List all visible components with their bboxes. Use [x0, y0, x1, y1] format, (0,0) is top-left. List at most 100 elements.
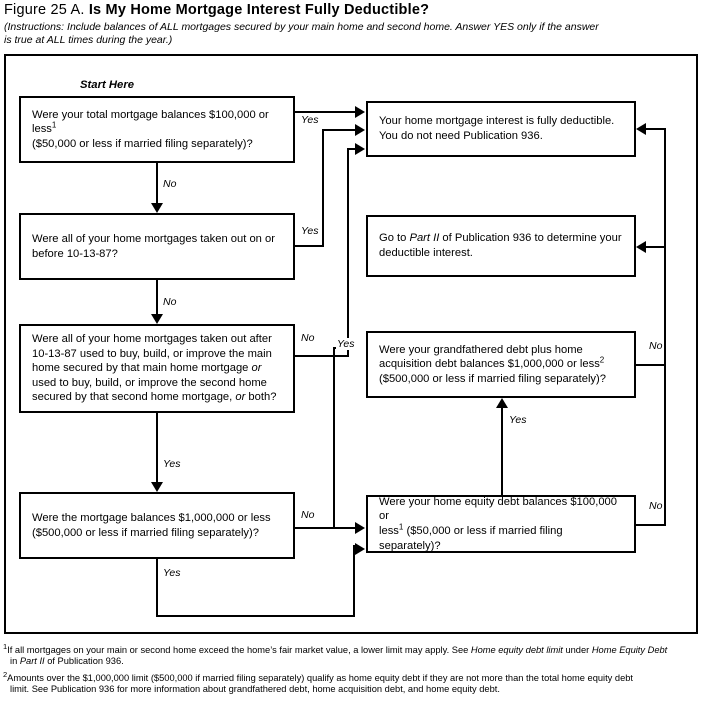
- edge-q2-no-arrow: [151, 314, 163, 324]
- edge-label-q3-yes: Yes: [162, 458, 182, 470]
- decision-box-q4[interactable]: Were the mortgage balances $1,000,000 or…: [19, 492, 295, 559]
- decision-box-q1[interactable]: Were your total mortgage balances $100,0…: [19, 96, 295, 163]
- q1-line-2: ($50,000 or less if married filing separ…: [32, 137, 253, 150]
- q3-line-5a: secured by that second home mortgage,: [32, 391, 236, 404]
- footnote-2: 2Amounts over the $1,000,000 limit ($500…: [3, 671, 719, 696]
- result-part2-line-1c: of Publication 936 to determine your: [439, 232, 622, 245]
- edge-label-q5-yes-entry: Yes: [336, 338, 356, 350]
- result-part2-line-1a: Go to: [379, 232, 410, 245]
- edge-q3-no-h2: [347, 148, 355, 150]
- edge-q2-yes-arrow: [355, 124, 365, 136]
- figure-number: Figure 25 A.: [4, 2, 85, 18]
- decision-box-q5[interactable]: Were your grandfathered debt plus home a…: [366, 331, 636, 398]
- edge-label-q2-yes: Yes: [300, 225, 320, 237]
- edge-q1-no-v: [156, 163, 158, 205]
- q3-line-2: 10-13-87 used to buy, build, or improve …: [32, 347, 272, 360]
- result-part2-line-2: deductible interest.: [379, 247, 473, 259]
- start-here-label: Start Here: [80, 79, 134, 91]
- edge-q1-no-arrow: [151, 203, 163, 213]
- flowchart-frame: [4, 54, 698, 634]
- q3-line-4: used to buy, build, or improve the secon…: [32, 376, 267, 389]
- q5-footnote-ref: 2: [599, 355, 605, 365]
- edge-q6-no-v: [664, 128, 666, 526]
- edge-q3-no-v: [347, 148, 349, 357]
- footnote-1-text-a: If all mortgages on your main or second …: [7, 645, 271, 655]
- footnote-1-apostrophe: ’: [270, 645, 273, 655]
- edge-q1-yes-h: [295, 111, 355, 113]
- edge-q5-no-arrow: [636, 241, 646, 253]
- edge-q4-no-h: [295, 527, 335, 529]
- instructions-text: (Instructions: Include balances of ALL m…: [4, 21, 704, 46]
- edge-q4-yes-v: [156, 559, 158, 617]
- q5-line-3: ($500,000 or less if married filing sepa…: [379, 372, 606, 385]
- edge-label-q6-yes: Yes: [508, 414, 528, 426]
- edge-label-q4-no: No: [300, 509, 316, 521]
- edge-q5-no-h1: [636, 364, 666, 366]
- edge-q2-yes-h2: [322, 129, 355, 131]
- q1-line-1: Were your total mortgage balances $100,0…: [32, 108, 269, 136]
- edge-q6-yes-arrow: [496, 398, 508, 408]
- result-part2-emphasis: Part II: [409, 232, 440, 245]
- footnote-1-italic-2: Home Equity Debt: [591, 645, 668, 655]
- footnote-2-text-a: Amounts over the $1,000,000 limit ($500,…: [7, 673, 634, 683]
- footnote-2-line-2: limit. See Publication 936 for more info…: [10, 684, 500, 695]
- edge-q3-yes-arrow: [151, 482, 163, 492]
- edge-q4-yes-v2: [353, 545, 355, 617]
- edge-q3-yes-v: [156, 413, 158, 484]
- q3-line-3a: home secured by that main home mortgage: [32, 362, 252, 375]
- edge-q5-yes-h-bottom: [333, 527, 355, 529]
- result-deductible-line-2: You do not need Publication 936.: [379, 130, 543, 142]
- edge-label-q1-no: No: [162, 178, 178, 190]
- q2-line-1: Were all of your home mortgages taken ou…: [32, 232, 275, 245]
- result-deductible-line-1: Your home mortgage interest is fully ded…: [379, 115, 615, 128]
- edge-q6-no-h1: [636, 524, 666, 526]
- decision-box-q2-text: Were all of your home mortgages taken ou…: [21, 232, 293, 261]
- page-title: Figure 25 A. Is My Home Mortgage Interes…: [4, 2, 704, 18]
- footnote-1-marker: 1: [3, 641, 8, 651]
- footnote-1-text-e: of Publication 936.: [44, 656, 124, 667]
- edge-label-q5-no: No: [648, 340, 664, 352]
- q5-line-2: acquisition debt balances $1,000,000 or …: [379, 358, 600, 371]
- q6-line-2a: less: [379, 525, 399, 537]
- figure-title-text: Is My Home Mortgage Interest Fully Deduc…: [88, 2, 430, 18]
- q3-line-5c: both?: [245, 391, 277, 404]
- edge-q5-no-h2: [646, 246, 666, 248]
- decision-box-q3-text: Were all of your home mortgages taken ou…: [21, 332, 293, 405]
- q3-line-5b-or: or: [235, 391, 246, 404]
- decision-box-q6-text: Were your home equity debt balances $100…: [368, 495, 634, 553]
- decision-box-q6[interactable]: Were your home equity debt balances $100…: [366, 495, 636, 553]
- q2-line-2: before 10-13-87?: [32, 247, 118, 260]
- decision-box-q5-text: Were your grandfathered debt plus home a…: [368, 343, 634, 387]
- edge-q1-yes-arrow: [355, 106, 365, 118]
- q4-line-2: ($500,000 or less if married filing sepa…: [32, 526, 259, 539]
- edge-q6-no-h2: [646, 128, 666, 130]
- decision-box-q4-text: Were the mortgage balances $1,000,000 or…: [21, 511, 293, 540]
- instructions-line-2: is true at ALL times during the year.): [4, 33, 173, 46]
- q5-line-1: Were your grandfathered debt plus home: [379, 343, 583, 356]
- q3-line-3b-or: or: [251, 362, 262, 375]
- q6-footnote-ref: 1: [398, 522, 404, 532]
- footnote-1-italic-3: Part II: [19, 656, 45, 667]
- edge-q2-yes-v: [322, 129, 324, 247]
- q6-line-1: Were your home equity debt balances $100…: [379, 495, 617, 523]
- edge-q3-no-h1: [295, 355, 349, 357]
- edge-label-q3-no: No: [300, 332, 316, 344]
- result-box-fully-deductible[interactable]: Your home mortgage interest is fully ded…: [366, 101, 636, 157]
- decision-box-q1-text: Were your total mortgage balances $100,0…: [21, 108, 293, 152]
- q6-line-2b: ($50,000 or less if married filing separ…: [379, 525, 563, 552]
- result-part2-text: Go to Part II of Publication 936 to dete…: [368, 231, 634, 260]
- edge-q4-yes-h: [156, 615, 355, 617]
- edge-q2-no-v: [156, 280, 158, 316]
- edge-q6-yes-v: [501, 408, 503, 495]
- edge-q6-no-arrow: [636, 123, 646, 135]
- edge-q4-yes-arrow: [355, 543, 365, 555]
- decision-box-q3[interactable]: Were all of your home mortgages taken ou…: [19, 324, 295, 413]
- edge-label-q4-yes: Yes: [162, 567, 182, 579]
- footnote-1: 1If all mortgages on your main or second…: [3, 641, 719, 668]
- result-box-go-to-part-2[interactable]: Go to Part II of Publication 936 to dete…: [366, 215, 636, 277]
- edge-label-q6-no: No: [648, 500, 664, 512]
- decision-box-q2[interactable]: Were all of your home mortgages taken ou…: [19, 213, 295, 280]
- edge-q5-feed-arrow: [355, 522, 365, 534]
- footnote-1-text-b: s fair market value, a lower limit may a…: [272, 645, 471, 655]
- footnote-1-line-2: in Part II of Publication 936.: [3, 656, 719, 667]
